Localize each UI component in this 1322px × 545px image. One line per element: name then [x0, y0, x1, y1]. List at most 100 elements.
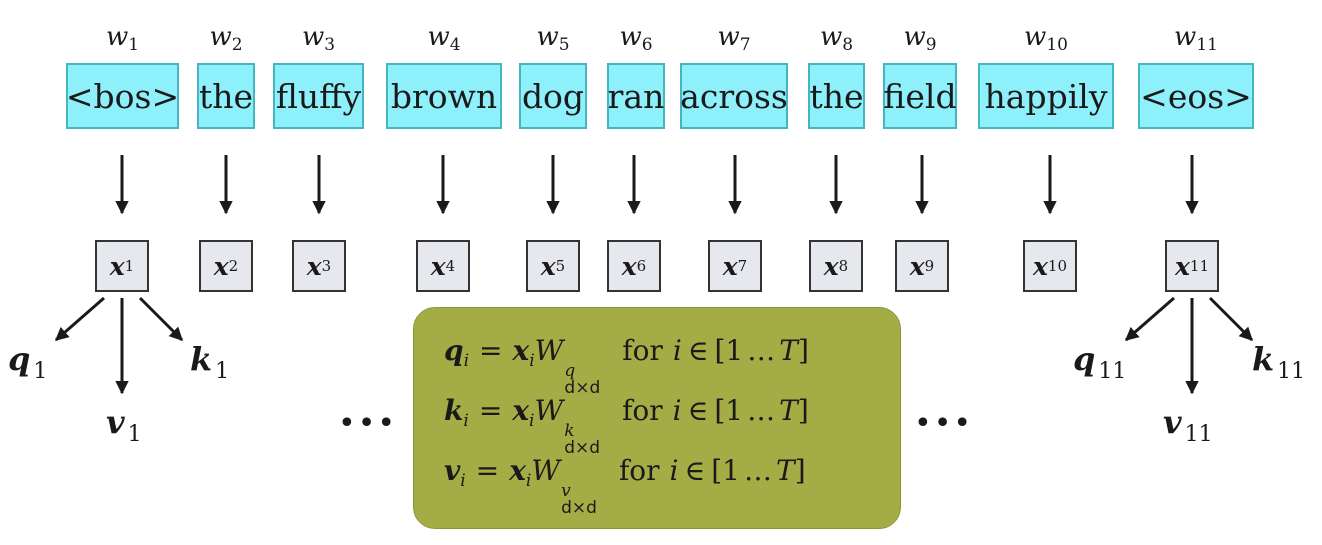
- token-box: the: [197, 63, 255, 129]
- element-of-symbol: ∈: [684, 454, 706, 487]
- equation-embedding: x: [512, 334, 530, 367]
- projection-arrows-first: [54, 296, 184, 395]
- weight-matrix-dimension: d×d: [564, 378, 601, 398]
- word-symbol: w: [301, 22, 325, 52]
- embedding-subscript: 4: [445, 257, 456, 275]
- word-subscript: 3: [324, 35, 336, 55]
- weight-matrix-superscript: q: [564, 361, 576, 381]
- sequence-length: T: [779, 394, 798, 427]
- word-symbol: w: [105, 22, 129, 52]
- word-subscript: 7: [739, 35, 751, 55]
- word-index-label: w6: [619, 22, 652, 55]
- arrow-x11-to-k11: [1208, 296, 1254, 342]
- word-index-label: w7: [717, 22, 750, 55]
- range-ellipsis: …: [747, 394, 776, 427]
- token-box: field: [883, 63, 957, 129]
- arrow-x1-to-q1: [54, 296, 105, 342]
- equals-sign: =: [479, 334, 503, 367]
- equation-embedding-subscript: i: [529, 351, 535, 371]
- embedding-subscript: 1: [124, 257, 135, 275]
- arrow-x1-to-k1: [138, 296, 184, 342]
- range-ellipsis: …: [747, 334, 776, 367]
- index-variable: i: [669, 454, 679, 487]
- word-subscript: 5: [558, 35, 570, 55]
- embedding-subscript: 8: [838, 257, 849, 275]
- equals-sign: =: [478, 394, 503, 427]
- sequence-length: T: [776, 454, 795, 487]
- embedding-subscript: 10: [1047, 257, 1067, 275]
- embedding-symbol: x: [1033, 251, 1048, 281]
- range-close: ]: [797, 334, 809, 367]
- embedding-subscript: 9: [924, 257, 935, 275]
- weight-matrix: W: [534, 394, 564, 427]
- word-subscript: 8: [842, 35, 854, 55]
- equals-sign: =: [475, 454, 500, 487]
- word-symbol: w: [717, 22, 740, 52]
- weight-matrix: W: [534, 334, 564, 367]
- embedding-symbol: x: [621, 251, 637, 281]
- embedding-symbol: x: [823, 251, 839, 281]
- token-box: across: [680, 63, 788, 129]
- word-symbol: w: [209, 22, 232, 52]
- token-box: dog: [519, 63, 587, 129]
- equation-lhs: q: [444, 334, 464, 367]
- for-keyword: for: [622, 334, 663, 367]
- equation-lhs-subscript: i: [463, 411, 469, 431]
- word-symbol: w: [619, 22, 642, 52]
- word-symbol: w: [1174, 22, 1197, 52]
- range-open: [1: [714, 334, 744, 367]
- word-subscript: 10: [1046, 35, 1068, 55]
- embedding-subscript: 6: [636, 257, 647, 275]
- weight-matrix-dimension: d×d: [564, 438, 601, 458]
- equation-lhs: k: [444, 394, 464, 427]
- range-close: ]: [794, 454, 806, 487]
- embedding-symbol: x: [540, 251, 556, 281]
- ellipsis-left: •••: [338, 406, 398, 441]
- embedding-symbol: x: [109, 251, 125, 281]
- weight-matrix-dimension: d×d: [561, 498, 597, 518]
- word-symbol: w: [427, 22, 450, 52]
- embedding-subscript: 3: [321, 257, 332, 275]
- word-symbol: w: [1024, 22, 1047, 52]
- index-variable: i: [672, 394, 682, 427]
- token-box: <bos>: [66, 63, 179, 129]
- word-symbol: w: [819, 22, 843, 52]
- equation-embedding-subscript: i: [525, 471, 532, 491]
- word-symbol: w: [536, 22, 559, 52]
- token-box: the: [808, 63, 865, 129]
- arrow-x11-to-q11: [1124, 296, 1175, 342]
- range-close: ]: [797, 394, 809, 427]
- token-box: happily: [978, 63, 1114, 129]
- token-box: <eos>: [1138, 63, 1254, 129]
- ellipsis-right: •••: [914, 406, 974, 441]
- element-of-symbol: ∈: [687, 394, 709, 427]
- sequence-length: T: [779, 334, 798, 367]
- projection-arrows-last: [1124, 296, 1254, 395]
- range-open: [1: [711, 454, 740, 487]
- equation-embedding: x: [509, 454, 526, 487]
- embedding-symbol: x: [306, 251, 322, 281]
- embedding-symbol: x: [909, 251, 925, 281]
- word-subscript: 9: [925, 35, 937, 55]
- word-subscript: 2: [231, 35, 243, 55]
- embedding-subscript: 5: [555, 257, 566, 275]
- word-index-label: w5: [536, 22, 569, 55]
- word-index-label: w4: [427, 22, 460, 55]
- embedding-subscript: 11: [1189, 257, 1209, 275]
- range-ellipsis: …: [744, 454, 772, 487]
- embedding-symbol: x: [722, 251, 738, 281]
- equation-lhs: v: [444, 454, 461, 487]
- embedding-symbol: x: [1175, 251, 1190, 281]
